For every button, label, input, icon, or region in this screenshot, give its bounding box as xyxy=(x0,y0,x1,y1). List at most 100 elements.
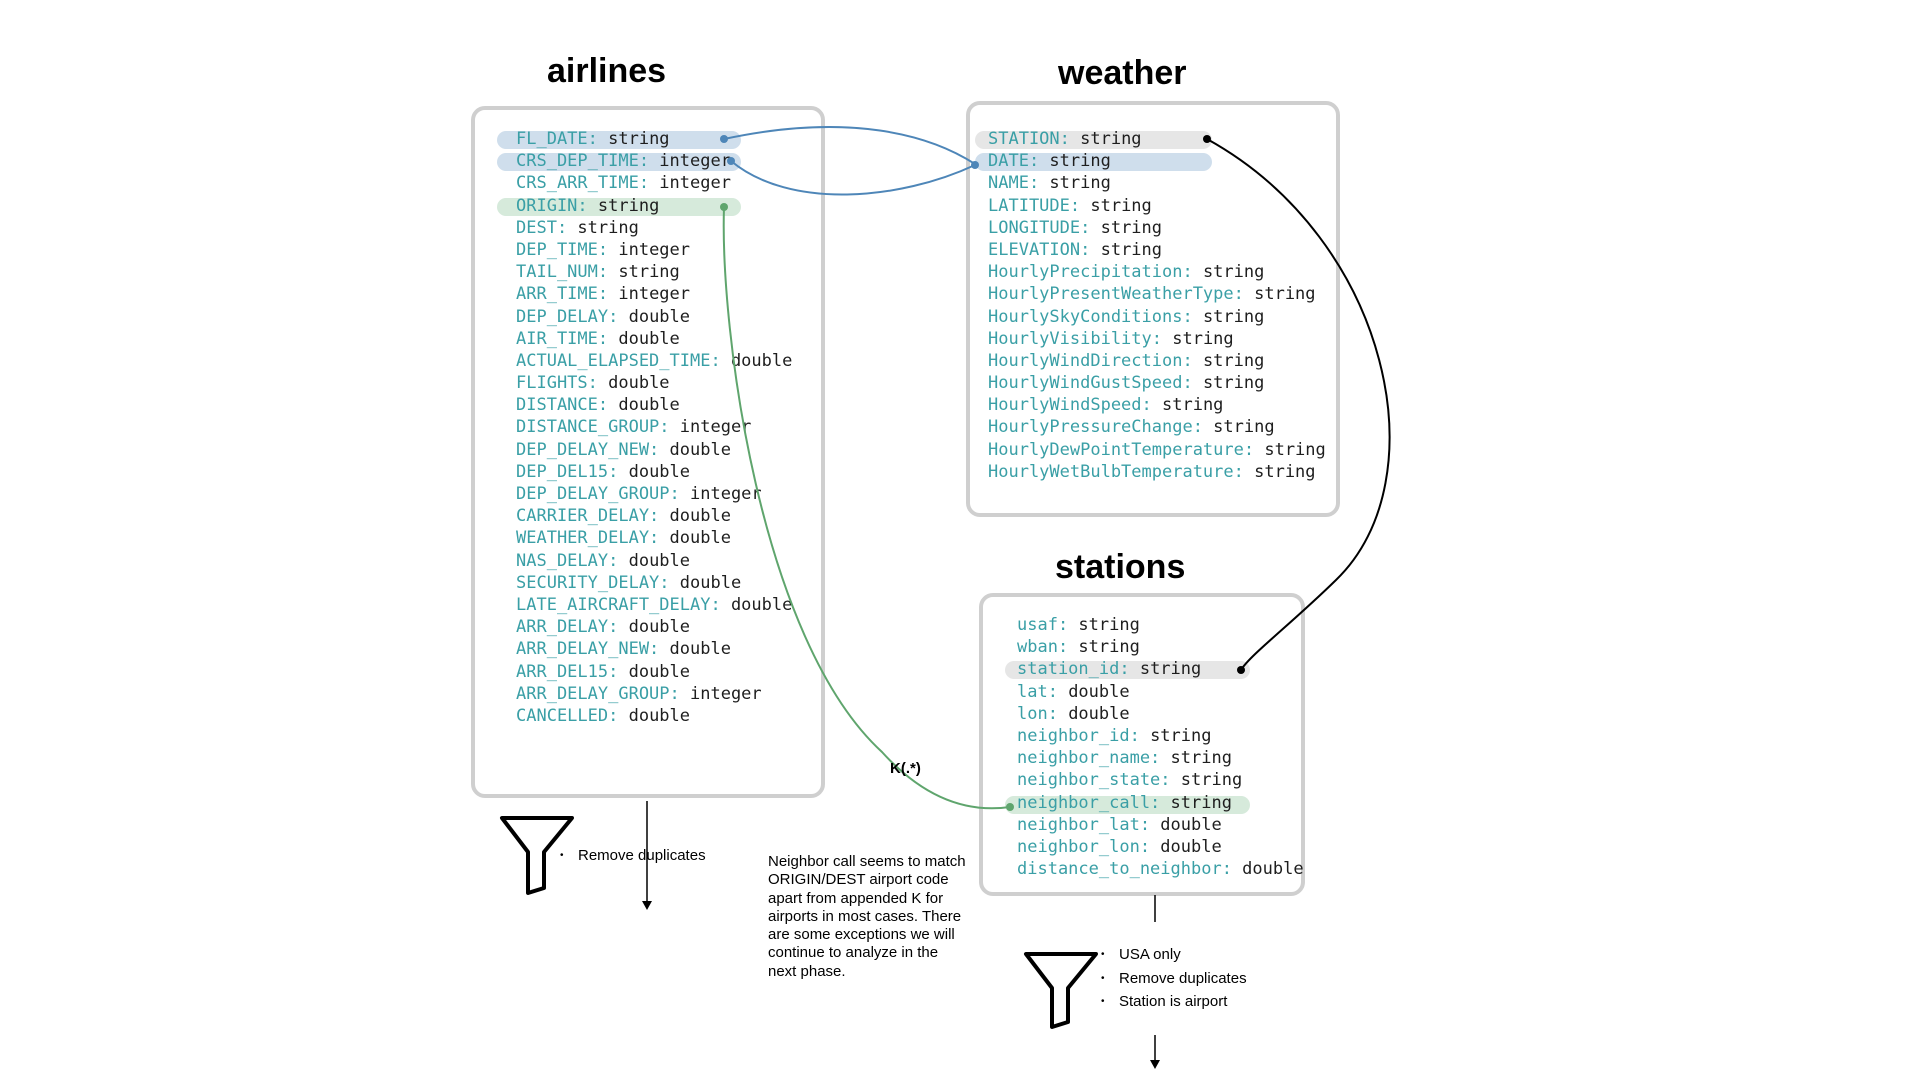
airlines-field-row: ACTUAL_ELAPSED_TIME: double xyxy=(516,350,792,372)
join-pattern-label: K(.*) xyxy=(890,760,921,777)
field-name: ORIGIN: xyxy=(516,195,588,216)
field-name: lat: xyxy=(1017,681,1058,702)
stations-field-row: neighbor_lon: double xyxy=(1017,836,1304,858)
airlines-field-row: WEATHER_DELAY: double xyxy=(516,527,792,549)
field-name: NAME: xyxy=(988,173,1040,194)
airlines-field-row: FL_DATE: string xyxy=(516,128,792,150)
field-name: TAIL_NUM: xyxy=(516,262,609,283)
field-type: string xyxy=(1243,284,1316,305)
field-type: double xyxy=(597,373,670,394)
airlines-field-row: ARR_DEL15: double xyxy=(516,661,792,683)
field-type: double xyxy=(618,461,691,482)
stations-field-row: neighbor_name: string xyxy=(1017,747,1304,769)
stations-arrow-head xyxy=(1150,1060,1160,1069)
airlines-field-row: DEP_DELAY: double xyxy=(516,306,792,328)
field-type: double xyxy=(1150,814,1222,835)
airlines-field-row: DISTANCE: double xyxy=(516,394,792,416)
field-type: double xyxy=(659,506,731,527)
stations-title: stations xyxy=(1055,548,1186,586)
field-type: double xyxy=(618,550,691,571)
field-type: integer xyxy=(608,239,691,260)
field-type: string xyxy=(567,217,639,238)
airlines-field-row: ARR_DELAY_GROUP: integer xyxy=(516,683,792,705)
field-type: double xyxy=(659,639,731,660)
weather-field-row: HourlyVisibility: string xyxy=(988,328,1326,350)
field-name: ARR_DELAY_NEW: xyxy=(516,639,660,660)
field-name: DEP_TIME: xyxy=(516,239,609,260)
field-name: CRS_DEP_TIME: xyxy=(516,151,650,172)
filter-item: Remove duplicates xyxy=(1101,967,1247,991)
weather-field-row: ELEVATION: string xyxy=(988,239,1326,261)
field-name: DEST: xyxy=(516,217,568,238)
airlines-field-row: DEP_TIME: integer xyxy=(516,239,792,261)
field-type: integer xyxy=(679,484,762,504)
stations-field-row: wban: string xyxy=(1017,636,1304,658)
field-type: string xyxy=(1170,770,1243,791)
field-name: DEP_DELAY_NEW: xyxy=(516,439,660,460)
airlines-field-row: ARR_DELAY: double xyxy=(516,616,792,638)
field-type: double xyxy=(720,350,793,371)
field-name: SECURITY_DELAY: xyxy=(516,572,670,593)
field-name: neighbor_id: xyxy=(1017,725,1140,746)
field-name: LONGITUDE: xyxy=(988,217,1091,238)
field-type: string xyxy=(608,262,680,283)
field-name: LATE_AIRCRAFT_DELAY: xyxy=(516,594,721,615)
field-name: HourlyWindSpeed: xyxy=(988,395,1152,416)
field-name: HourlyPrecipitation: xyxy=(988,262,1193,283)
stations-field-row: neighbor_lat: double xyxy=(1017,814,1304,836)
weather-field-row: LATITUDE: string xyxy=(988,195,1326,217)
field-type: string xyxy=(1069,129,1142,149)
field-type: double xyxy=(669,572,742,593)
field-name: ELEVATION: xyxy=(988,239,1091,260)
field-name: neighbor_name: xyxy=(1017,748,1161,769)
field-type: string xyxy=(1162,328,1234,349)
station-id-highlight xyxy=(1005,661,1250,679)
field-name: FLIGHTS: xyxy=(516,373,598,394)
neighbor-call-note: Neighbor call seems to match ORIGIN/DEST… xyxy=(768,853,966,980)
airlines-field-row: DEP_DELAY_GROUP: integer xyxy=(516,483,792,505)
field-type: double xyxy=(1231,859,1304,880)
field-name: station_id: xyxy=(1017,659,1130,680)
field-type: string xyxy=(1068,637,1140,658)
field-type: integer xyxy=(608,284,691,305)
airlines-field-row: ARR_TIME: integer xyxy=(516,283,792,305)
field-name: ARR_TIME: xyxy=(516,284,609,305)
field-type: string xyxy=(1254,439,1326,460)
weather-field-row: HourlySkyConditions: string xyxy=(988,306,1326,328)
weather-field-row: DATE: string xyxy=(988,150,1326,172)
weather-field-row: STATION: string xyxy=(988,128,1326,150)
stations-field-row: neighbor_id: string xyxy=(1017,725,1304,747)
weather-field-row: HourlyWetBulbTemperature: string xyxy=(988,461,1326,483)
field-name: LATITUDE: xyxy=(988,195,1081,216)
field-type: double xyxy=(608,328,680,349)
field-name: DEP_DELAY: xyxy=(516,306,619,327)
origin-highlight xyxy=(497,198,741,216)
field-type: double xyxy=(659,528,731,549)
field-type: string xyxy=(1160,792,1232,813)
field-type: string xyxy=(597,129,670,149)
weather-field-row: LONGITUDE: string xyxy=(988,217,1326,239)
field-type: string xyxy=(1192,306,1265,327)
field-name: DEP_DELAY_GROUP: xyxy=(516,484,680,504)
field-name: HourlyWetBulbTemperature: xyxy=(988,461,1244,482)
field-name: NAS_DELAY: xyxy=(516,550,619,571)
field-type: string xyxy=(1090,239,1163,260)
stations-filter-list: USA onlyRemove duplicatesStation is airp… xyxy=(1101,943,1247,1014)
stations-field-row: distance_to_neighbor: double xyxy=(1017,858,1304,880)
field-type: string xyxy=(1202,417,1275,438)
field-name: ARR_DELAY: xyxy=(516,617,619,638)
field-type: string xyxy=(1139,725,1212,746)
airlines-field-row: AIR_TIME: double xyxy=(516,328,792,350)
field-type: string xyxy=(587,195,660,216)
airlines-field-row: LATE_AIRCRAFT_DELAY: double xyxy=(516,594,792,616)
airlines-field-row: TAIL_NUM: string xyxy=(516,261,792,283)
airlines-field-row: DEP_DELAY_NEW: double xyxy=(516,439,792,461)
stations-field-row: neighbor_call: string xyxy=(1017,792,1304,814)
weather-field-row: HourlyWindGustSpeed: string xyxy=(988,372,1326,394)
airlines-arrow-head xyxy=(642,901,652,910)
airlines-filter-list: Remove duplicates xyxy=(560,844,706,868)
airlines-field-row: NAS_DELAY: double xyxy=(516,550,792,572)
weather-field-row: HourlyPrecipitation: string xyxy=(988,261,1326,283)
